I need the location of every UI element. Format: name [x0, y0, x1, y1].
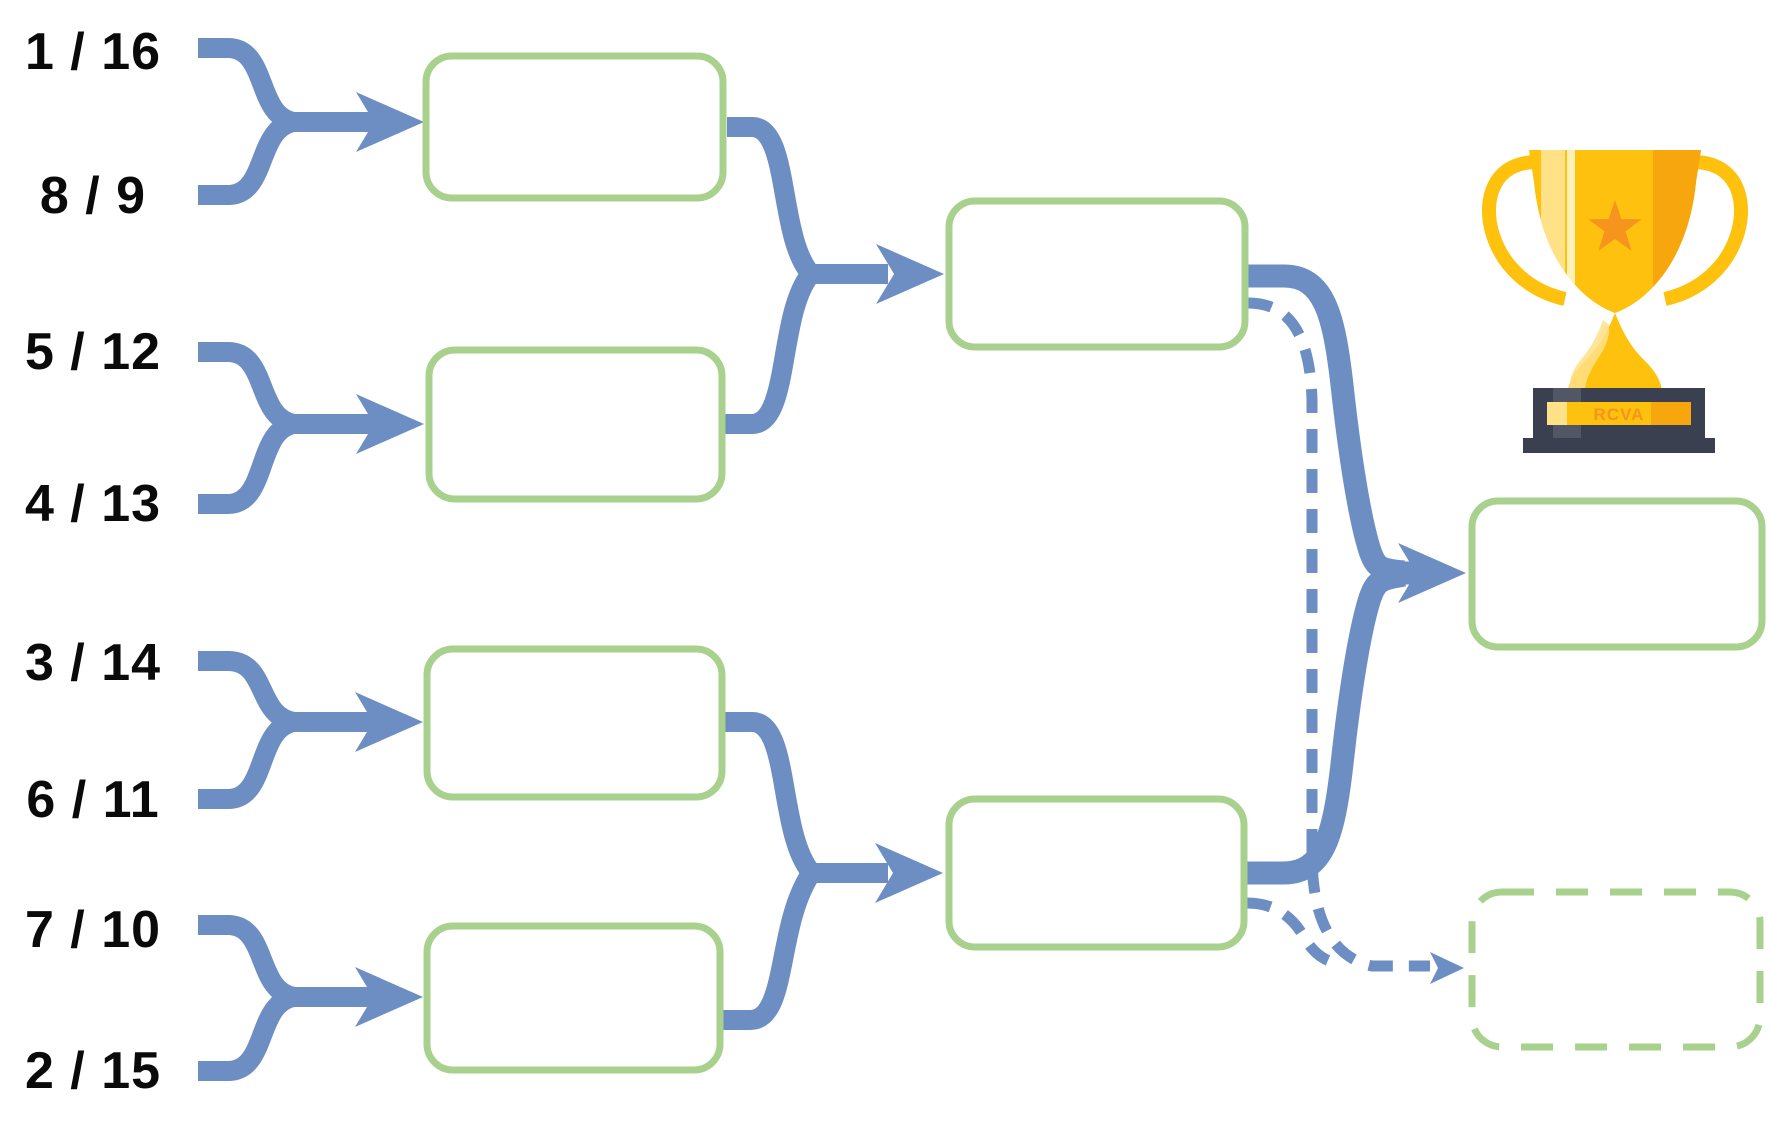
connector-seed-2-15	[198, 987, 297, 1081]
connector-seed-6-11	[198, 712, 297, 809]
dashed-connector-sf1-loser	[1247, 297, 1430, 972]
seed-label-8-9: 8 / 9	[39, 167, 147, 225]
connector-seed-8-9	[198, 112, 297, 205]
trophy-plate-text: RCVA	[1594, 405, 1645, 424]
quarterfinal-box-2[interactable]	[425, 346, 726, 503]
quarterfinal-box-4[interactable]	[423, 922, 724, 1074]
quarterfinal-box-1[interactable]	[422, 52, 727, 202]
semifinal-box-1[interactable]	[945, 197, 1249, 351]
arrowhead-qf4	[355, 967, 423, 1027]
seed-label-6-11: 6 / 11	[26, 771, 160, 829]
trophy-handle-left	[1482, 155, 1567, 306]
connector-qf3-out	[725, 712, 819, 878]
connector-seed-1-16	[198, 38, 297, 132]
trophy-plate-highlight	[1547, 402, 1567, 425]
connector-qf1-out	[727, 117, 819, 280]
third-place-connector-lines	[1246, 297, 1430, 972]
trophy-stem-highlight	[1569, 320, 1610, 388]
connector-seed-4-13	[198, 414, 297, 514]
arrowhead-qf2	[356, 394, 424, 454]
arrowhead-final	[1398, 543, 1466, 603]
semifinal-box-2[interactable]	[945, 795, 1248, 951]
connector-sf1-out	[1248, 264, 1406, 584]
seed-label-4-13: 4 / 13	[24, 475, 162, 533]
seed-label-2-15: 2 / 15	[24, 1042, 162, 1100]
seed-label-1-16: 1 / 16	[24, 23, 162, 81]
connector-sf2-out	[1247, 563, 1406, 885]
quarterfinal-box-3[interactable]	[423, 645, 726, 801]
connector-lines	[198, 38, 888, 1081]
connector-qf2-out	[725, 268, 819, 434]
arrowheads	[355, 92, 1466, 1027]
match-boxes	[422, 52, 1766, 1074]
connector-seed-7-10	[198, 915, 297, 1007]
dashed-connector-sf2-loser	[1246, 897, 1338, 969]
seed-label-3-14: 3 / 14	[24, 634, 162, 692]
connector-seed-5-12	[198, 342, 297, 434]
trophy-plate-shadow	[1651, 402, 1691, 425]
trophy-star-icon	[1588, 200, 1642, 251]
champion-trophy-icon: RCVA	[1482, 150, 1748, 453]
connector-seed-3-14	[198, 651, 297, 732]
final-box[interactable]	[1468, 497, 1766, 651]
arrowhead-sf1	[876, 244, 944, 304]
third-place-box[interactable]	[1468, 888, 1764, 1051]
seed-label-7-10: 7 / 10	[24, 901, 162, 959]
arrowhead-third-place	[1430, 952, 1464, 984]
arrowhead-qf1	[356, 92, 424, 152]
trophy-handle-right	[1663, 155, 1748, 306]
trophy-stem	[1568, 313, 1662, 390]
seed-label-5-12: 5 / 12	[24, 323, 162, 381]
connector-qf4-out	[723, 869, 819, 1030]
trophy-base-foot	[1523, 438, 1715, 453]
arrowhead-qf3	[355, 692, 423, 752]
final-connector-lines	[1247, 264, 1422, 885]
arrowhead-sf2	[875, 843, 943, 903]
